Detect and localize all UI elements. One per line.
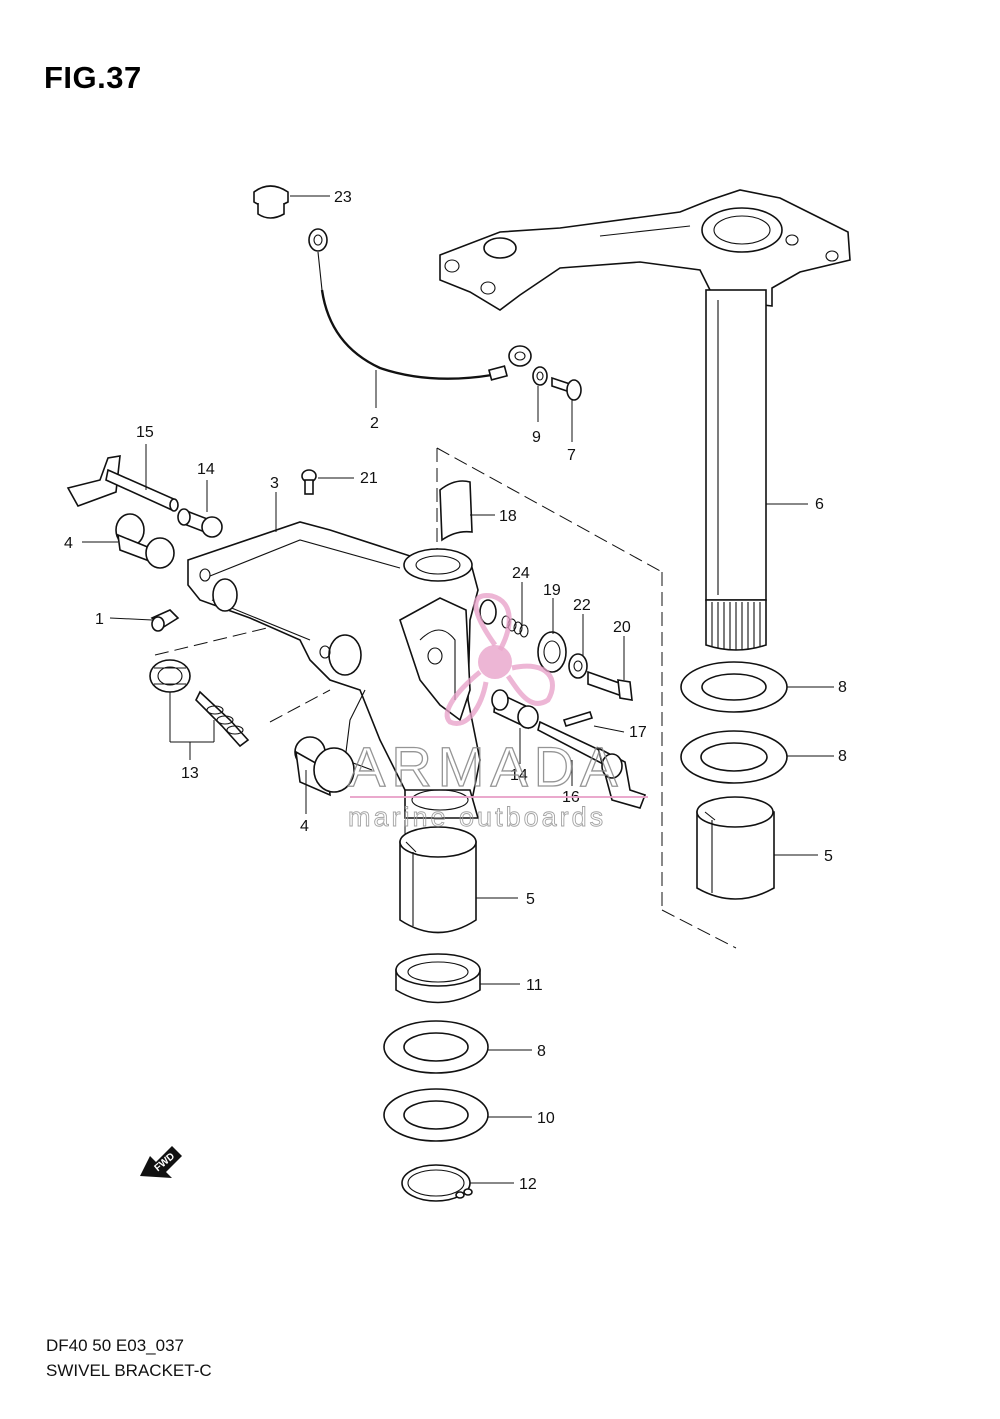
figure-code: DF40 50 E03_037 [46,1336,184,1355]
part-washer-8-upper [680,661,788,713]
leader-lines [82,195,834,1184]
callout-11: 11 [526,977,543,994]
callout-2: 2 [370,415,379,432]
part-circlip-12 [401,1164,473,1202]
watermark: ARMADA marine outboards [347,592,648,832]
callout-4-left: 4 [64,535,73,552]
part-spring-13 [149,659,250,748]
callout-22: 22 [573,597,591,614]
part-bush-14-right [491,689,539,730]
part-screw-7 [551,376,582,401]
part-bolt-20 [587,670,633,701]
callout-19: 19 [543,582,561,599]
callout-17: 17 [629,724,647,741]
callout-10: 10 [537,1110,555,1127]
callout-7: 7 [567,447,576,464]
callout-9: 9 [532,429,541,446]
part-washer-8-lower [680,730,788,784]
watermark-tagline: marine outboards [348,802,606,832]
callout-4-lower: 4 [300,818,309,835]
callout-labels: 23 2 9 7 15 14 3 21 18 6 4 24 19 22 20 1… [64,189,847,1193]
callout-14-lower: 14 [510,767,528,784]
callout-8-upper: 8 [838,679,847,696]
part-pin-17 [562,711,594,727]
part-bolt-21 [301,469,317,495]
callout-18: 18 [499,508,517,525]
callout-6: 6 [815,496,824,513]
part-bushing-5-center [399,826,477,934]
callout-21: 21 [360,470,378,487]
callout-8-middle: 8 [838,748,847,765]
part-steering-bracket [439,189,851,651]
part-seal-19 [537,631,567,673]
callout-12: 12 [519,1176,537,1193]
callout-5-right: 5 [824,848,833,865]
part-washer-22 [568,653,588,679]
figure-title: FIG.37 [44,60,142,95]
part-ground-wire [308,228,532,381]
callout-8-lower: 8 [537,1043,546,1060]
callout-24: 24 [512,565,530,582]
callout-1: 1 [95,611,104,628]
part-plug-cap [253,185,289,219]
watermark-logo-icon [444,592,555,726]
callout-3: 3 [270,475,279,492]
part-bush-4-left [115,513,175,569]
part-washer-9 [532,366,548,386]
part-pin-16 [537,720,647,809]
callout-20: 20 [613,619,631,636]
fwd-arrow-icon: FWD [140,1146,182,1178]
part-seal-11 [395,953,481,1004]
part-bush-14-left [177,508,223,538]
part-bush-4-lower [294,736,355,797]
callout-5-center: 5 [526,891,535,908]
part-bushing-5-right [696,796,775,900]
callout-23: 23 [334,189,352,206]
callout-15: 15 [136,424,154,441]
part-washer-8-center [383,1020,489,1074]
watermark-brand: ARMADA [348,735,624,798]
figure-name: SWIVEL BRACKET-C [46,1361,212,1380]
part-grease-nipple-1 [150,609,180,632]
part-pad-18 [439,480,473,542]
callout-13: 13 [181,765,199,782]
part-washer-10 [383,1088,489,1142]
callout-14-upper: 14 [197,461,215,478]
part-pin-15 [66,455,179,512]
